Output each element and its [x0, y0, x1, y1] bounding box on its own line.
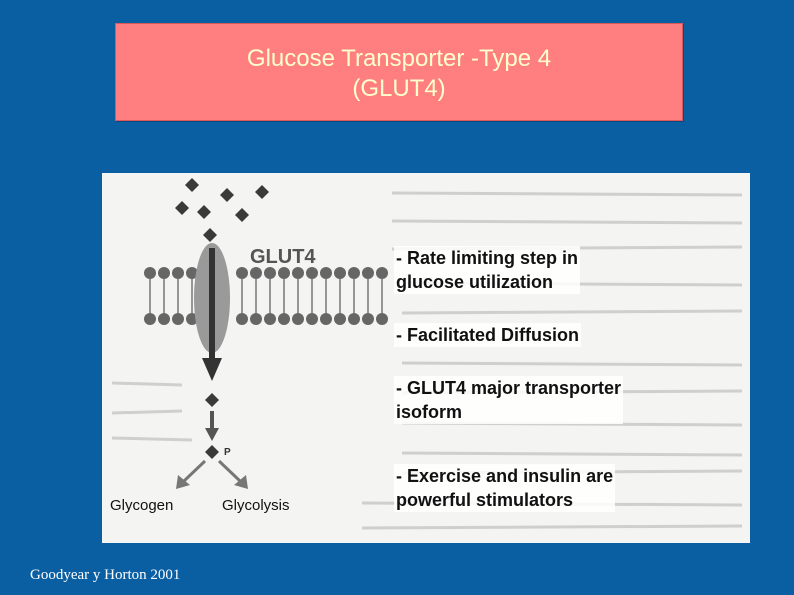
outer-lipid-heads — [144, 267, 388, 279]
glut4-protein-label: GLUT4 — [250, 246, 316, 268]
phosphate-label: P — [224, 447, 231, 458]
glut4-figure: P GLUT4 Glycogen Glycolysis - Rate limit… — [102, 173, 750, 543]
title-line-1: Glucose Transporter -Type 4 — [246, 45, 552, 72]
title-line-2: (GLUT4) — [352, 75, 446, 102]
glucose-inside — [205, 393, 219, 407]
lipid-bilayer — [144, 267, 388, 325]
bullet-rate-limiting: - Rate limiting step in glucose utilizat… — [394, 246, 581, 294]
lipid-tails — [149, 279, 383, 313]
transport-arrow-head — [202, 358, 222, 381]
source-credit: Goodyear y Horton 2001 — [30, 567, 181, 583]
glycogen-label: Glycogen — [110, 497, 174, 514]
bullet-stimulators: - Exercise and insulin are powerful stim… — [394, 464, 616, 512]
bullet-major-isoform: - GLUT4 major transporter isoform — [394, 376, 624, 424]
bullet-facilitated-diffusion: - Facilitated Diffusion — [394, 323, 582, 347]
title-box: Glucose Transporter -Type 4 (GLUT4) — [115, 23, 683, 121]
glucose-6-phosphate — [205, 445, 219, 459]
glycolysis-label: Glycolysis — [222, 497, 290, 514]
inner-lipid-heads — [144, 313, 388, 325]
glucose-molecules-outside — [175, 178, 269, 242]
